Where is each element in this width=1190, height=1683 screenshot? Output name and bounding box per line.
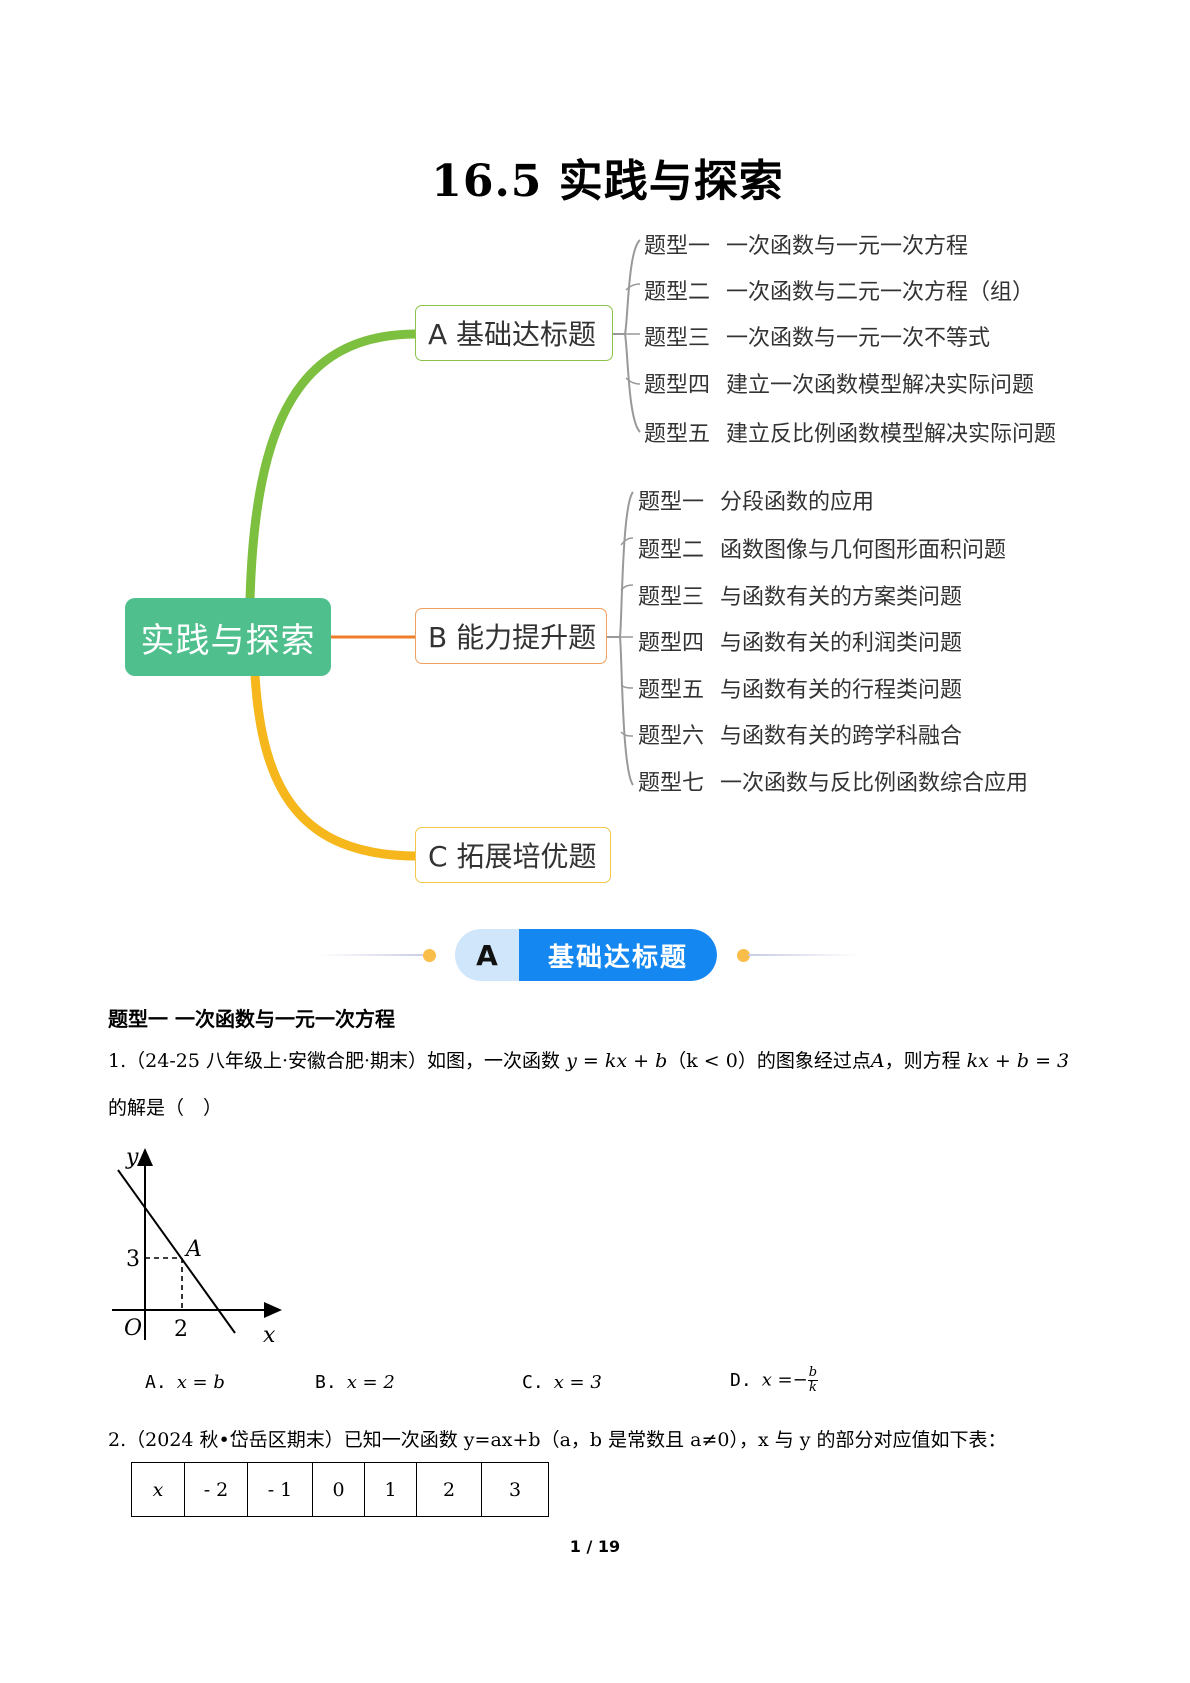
table-cell: 2 bbox=[416, 1462, 482, 1517]
origin-label: O bbox=[124, 1316, 142, 1341]
page-title: 16.5 实践与探索 bbox=[431, 156, 784, 207]
mindmap-leaf: 题型二一次函数与二元一次方程（组） bbox=[644, 280, 1035, 305]
y-axis-label: y bbox=[125, 1145, 139, 1170]
mindmap-branch-c: C 拓展培优题 bbox=[415, 827, 611, 883]
question-2-table: x - 2 - 1 0 1 2 3 bbox=[131, 1462, 549, 1517]
question-1-line-1: 1.（24-25 八年级上·安徽合肥·期末）如图，一次函数 y = kx + b… bbox=[108, 1050, 1070, 1072]
mindmap-leaf: 题型三一次函数与一元一次不等式 bbox=[644, 326, 991, 351]
banner-label: 基础达标题 bbox=[519, 929, 717, 981]
x-tick-2: 2 bbox=[174, 1317, 188, 1342]
banner-dot-left bbox=[423, 949, 436, 962]
table-cell: - 2 bbox=[184, 1462, 248, 1517]
section-banner: A 基础达标题 bbox=[455, 929, 717, 981]
question-2-line-1: 2.（2024 秋•岱岳区期末）已知一次函数 y=ax+b（a，b 是常数且 a… bbox=[108, 1429, 1007, 1451]
mindmap-branch-b: B 能力提升题 bbox=[415, 608, 607, 664]
x-axis-label: x bbox=[263, 1323, 276, 1345]
mindmap-leaf: 题型三与函数有关的方案类问题 bbox=[638, 585, 963, 610]
mindmap-leaf: 题型一分段函数的应用 bbox=[638, 490, 875, 515]
mindmap-leaf: 题型四建立一次函数模型解决实际问题 bbox=[644, 373, 1035, 398]
mindmap-leaf: 题型七一次函数与反比例函数综合应用 bbox=[638, 771, 1029, 796]
option-a[interactable]: A.x = b bbox=[145, 1372, 225, 1393]
section-heading: 题型一 一次函数与一元一次方程 bbox=[108, 1007, 395, 1031]
table-row-header: x bbox=[131, 1462, 185, 1517]
question-1-graph: y x O 2 3 A bbox=[112, 1145, 282, 1345]
option-b[interactable]: B.x = 2 bbox=[315, 1372, 395, 1393]
page-number: 1 / 19 bbox=[569, 1537, 621, 1556]
option-c[interactable]: C.x = 3 bbox=[522, 1372, 602, 1393]
mindmap-connectors bbox=[245, 239, 641, 861]
table-cell: 3 bbox=[481, 1462, 549, 1517]
mindmap-branch-a: A 基础达标题 bbox=[415, 305, 613, 361]
mindmap-leaf: 题型二函数图像与几何图形面积问题 bbox=[638, 538, 1007, 563]
banner-rule-left bbox=[320, 954, 430, 956]
y-tick-3: 3 bbox=[126, 1247, 140, 1272]
table-cell: 1 bbox=[364, 1462, 417, 1517]
mindmap-leaf: 题型五建立反比例函数模型解决实际问题 bbox=[644, 422, 1057, 447]
question-1-line-2: 的解是（ ） bbox=[108, 1097, 223, 1119]
point-a-label: A bbox=[184, 1237, 202, 1262]
banner-rule-right bbox=[748, 954, 858, 956]
table-row: x - 2 - 1 0 1 2 3 bbox=[131, 1462, 549, 1517]
mindmap-leaf: 题型五与函数有关的行程类问题 bbox=[638, 678, 963, 703]
table-cell: 0 bbox=[312, 1462, 365, 1517]
table-cell: - 1 bbox=[247, 1462, 313, 1517]
mindmap-leaf: 题型六与函数有关的跨学科融合 bbox=[638, 724, 963, 749]
banner-dot-right bbox=[737, 949, 750, 962]
mindmap-leaf: 题型一一次函数与一元一次方程 bbox=[644, 234, 969, 259]
mindmap-center-node: 实践与探索 bbox=[125, 598, 331, 676]
mindmap-leaf: 题型四与函数有关的利润类问题 bbox=[638, 631, 963, 656]
banner-letter: A bbox=[455, 929, 519, 981]
